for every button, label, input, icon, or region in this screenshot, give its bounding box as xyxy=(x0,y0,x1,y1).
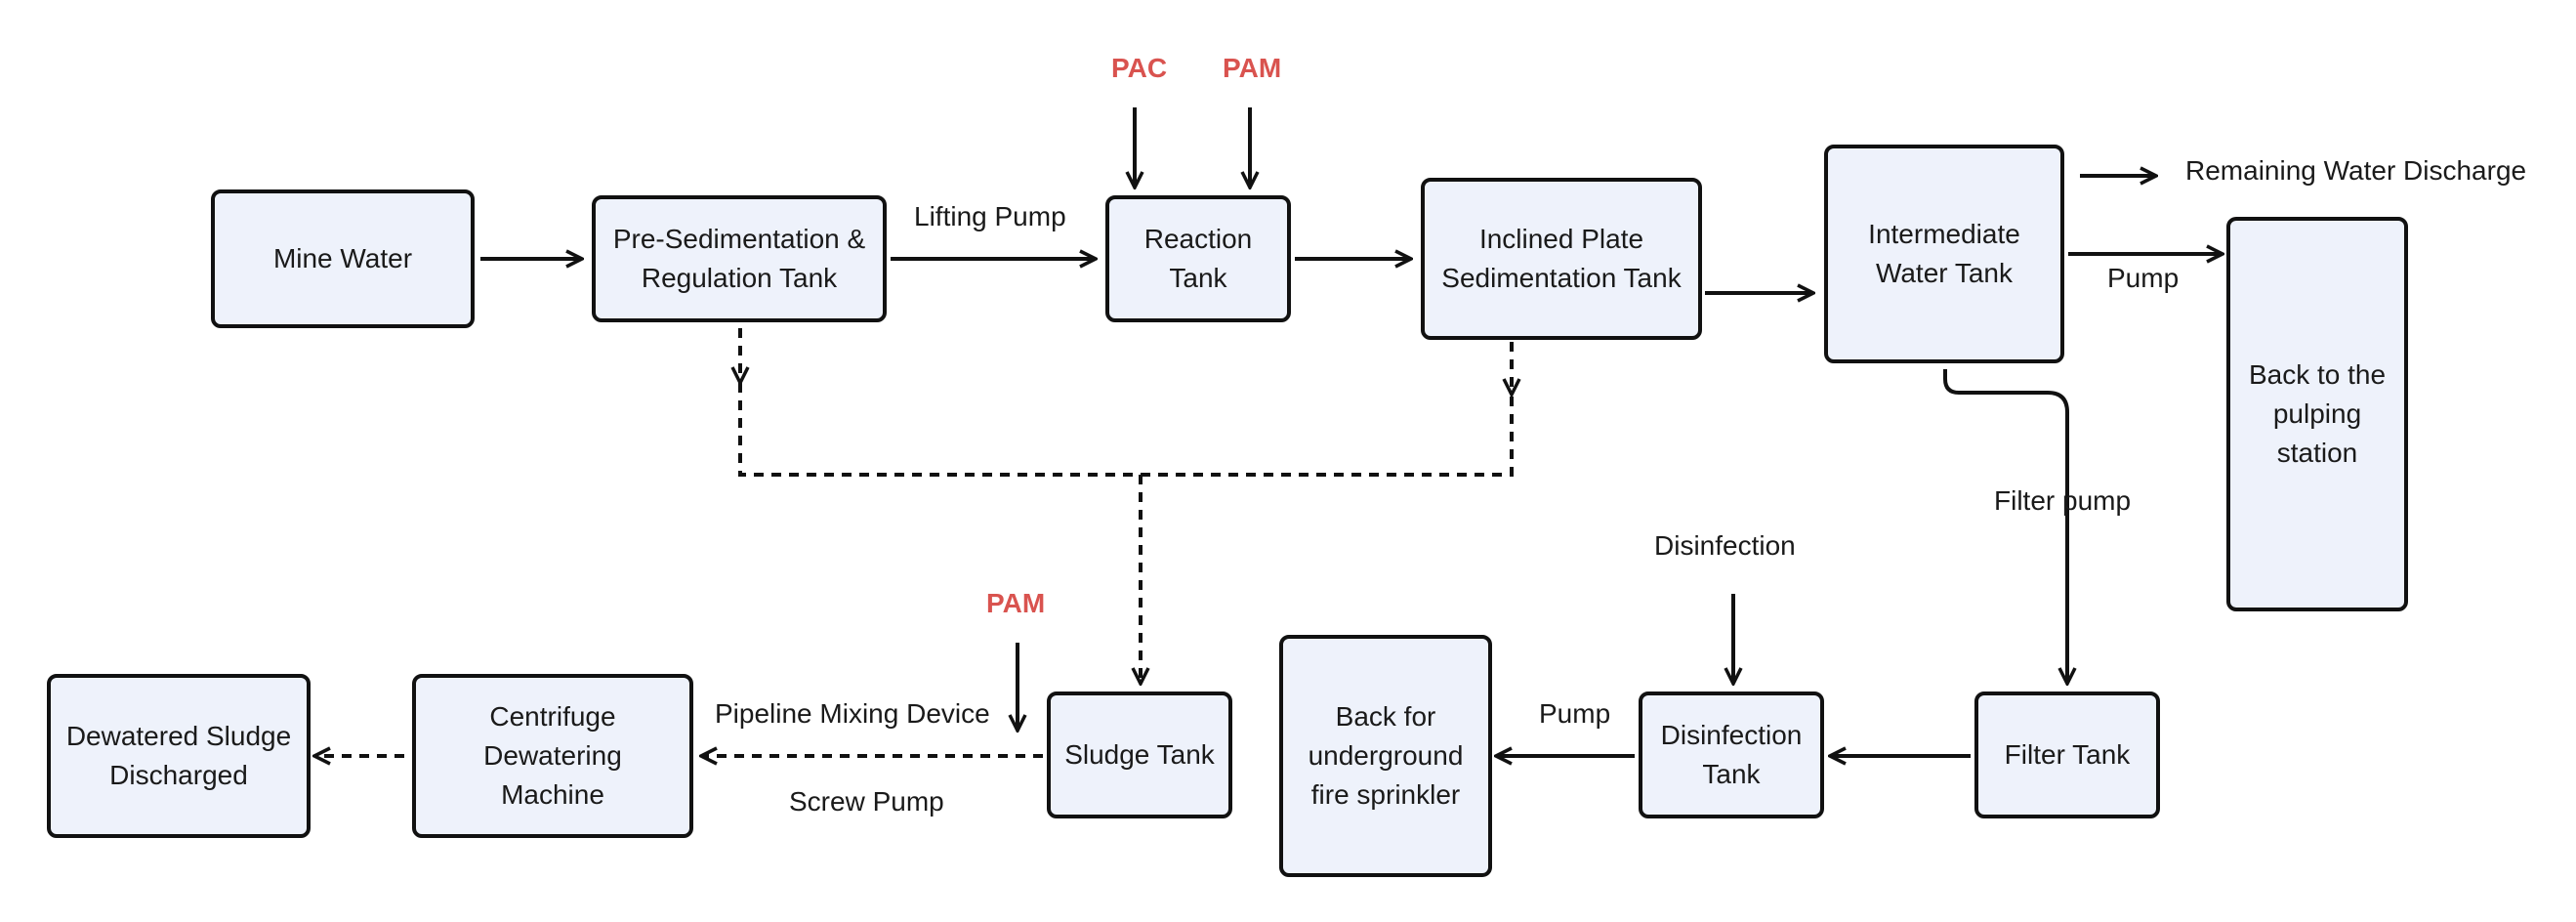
dashed-collector xyxy=(738,383,1514,477)
label-screw-pump: Screw Pump xyxy=(789,786,944,817)
node-dewatered-sludge: Dewatered Sludge Discharged xyxy=(47,674,311,838)
label-disinfection: Disinfection xyxy=(1654,530,1796,561)
node-pre-sedimentation-tank: Pre-Sedimentation & Regulation Tank xyxy=(592,195,887,322)
label-lifting-pump: Lifting Pump xyxy=(914,201,1066,231)
node-mine-water: Mine Water xyxy=(211,189,475,328)
node-pulping-station: Back to the pulping station xyxy=(2226,217,2408,611)
node-centrifuge: Centrifuge Dewatering Machine xyxy=(412,674,693,838)
node-reaction-tank: Reaction Tank xyxy=(1105,195,1291,322)
label-filter-pump: Filter pump xyxy=(1994,485,2132,516)
label-pipeline-mixing-device: Pipeline Mixing Device xyxy=(715,698,990,729)
node-fire-sprinkler: Back for underground fire sprinkler xyxy=(1279,635,1492,877)
chemical-pam-sludge: PAM xyxy=(986,588,1046,618)
label-remaining-water-discharge: Remaining Water Discharge xyxy=(2185,155,2527,186)
node-filter-tank: Filter Tank xyxy=(1974,692,2160,818)
label-pump-to-pulping: Pump xyxy=(2107,263,2180,293)
node-inclined-plate-tank: Inclined Plate Sedimentation Tank xyxy=(1421,178,1702,340)
label-pump-to-fire: Pump xyxy=(1539,698,1611,729)
node-sludge-tank: Sludge Tank xyxy=(1047,692,1232,818)
arrow-intermediate-to-filter xyxy=(1943,369,2067,684)
node-intermediate-water-tank: Intermediate Water Tank xyxy=(1824,145,2064,363)
chemical-pam-top: PAM xyxy=(1223,53,1282,83)
node-disinfection-tank: Disinfection Tank xyxy=(1639,692,1824,818)
chemical-pac: PAC xyxy=(1111,53,1168,83)
